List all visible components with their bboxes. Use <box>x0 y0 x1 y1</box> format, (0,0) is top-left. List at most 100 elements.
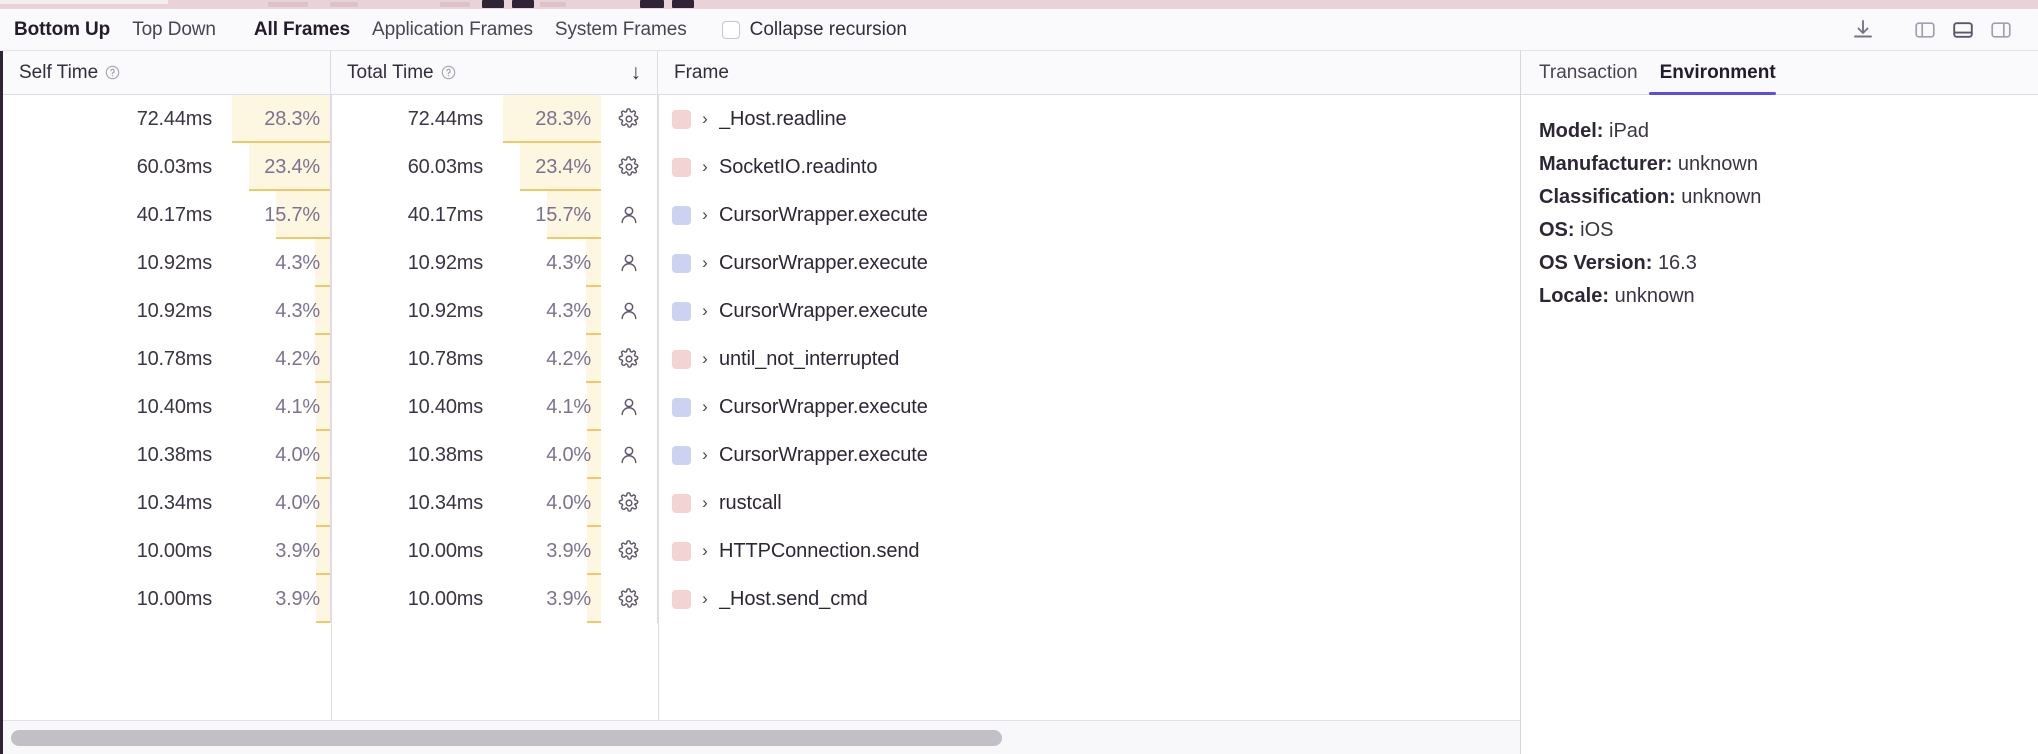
total-percent-bar-background <box>586 335 601 383</box>
download-icon[interactable] <box>1844 14 1882 46</box>
cell-frame[interactable]: ›rustcall <box>658 479 1520 527</box>
total-percent-cell: 3.9% <box>497 575 601 623</box>
tab-application-frames-label: Application Frames <box>372 18 533 40</box>
self-percent-value: 15.7% <box>264 203 320 226</box>
column-header-frame[interactable]: Frame <box>658 51 1520 94</box>
collapse-recursion-toggle[interactable]: Collapse recursion <box>721 19 907 41</box>
gear-icon[interactable] <box>601 575 657 623</box>
tab-environment[interactable]: Environment <box>1648 51 1787 95</box>
gear-icon[interactable] <box>601 335 657 383</box>
flamegraph-strip-faint-4 <box>540 2 566 7</box>
chevron-right-icon[interactable]: › <box>702 109 708 128</box>
cell-frame[interactable]: ›CursorWrapper.execute <box>658 431 1520 479</box>
tab-transaction[interactable]: Transaction <box>1539 51 1649 95</box>
chevron-right-icon[interactable]: › <box>702 349 708 368</box>
tab-all-frames[interactable]: All Frames <box>242 9 361 59</box>
tab-system-frames[interactable]: System Frames <box>544 9 698 51</box>
person-icon[interactable] <box>601 191 657 239</box>
self-percent-bar-background <box>315 239 330 287</box>
self-time-value: 10.38ms <box>136 443 213 466</box>
cell-frame[interactable]: ›SocketIO.readinto <box>658 143 1520 191</box>
tab-top-down-label: Top Down <box>132 18 216 40</box>
flamegraph-strip[interactable] <box>0 0 2038 9</box>
total-percent-bar-background <box>587 527 601 575</box>
right-panel-icon[interactable] <box>1982 14 2020 46</box>
left-panel-icon[interactable] <box>1906 14 1944 46</box>
self-time-value: 10.78ms <box>136 347 213 370</box>
help-circle-icon[interactable] <box>105 65 120 80</box>
sidebar-tab-group: Transaction Environment <box>1521 51 2038 95</box>
cell-frame[interactable]: ›_Host.readline <box>658 95 1520 143</box>
horizontal-scrollbar-track[interactable] <box>11 729 1512 746</box>
chevron-right-icon[interactable]: › <box>702 253 708 272</box>
tab-transaction-label: Transaction <box>1539 61 1638 83</box>
help-circle-icon[interactable] <box>441 65 456 80</box>
chevron-right-icon[interactable]: › <box>702 157 708 176</box>
cell-frame[interactable]: ›CursorWrapper.execute <box>658 239 1520 287</box>
total-time-value: 10.78ms <box>407 347 484 370</box>
horizontal-scrollbar[interactable] <box>3 720 1520 754</box>
total-percent-value: 4.3% <box>546 251 591 274</box>
person-icon[interactable] <box>601 287 657 335</box>
column-header-total-time[interactable]: Total Time ↓ <box>331 51 658 94</box>
person-icon[interactable] <box>601 383 657 431</box>
column-header-total-time-label: Total Time <box>347 61 434 83</box>
tab-top-down[interactable]: Top Down <box>121 9 227 51</box>
profiler-toolbar: Bottom Up Top Down All Frames Applicatio… <box>0 9 2038 59</box>
total-percent-cell: 4.3% <box>497 287 601 335</box>
gear-icon[interactable] <box>601 527 657 575</box>
self-percent-value: 4.3% <box>275 299 320 322</box>
tab-bottom-up[interactable]: Bottom Up <box>14 9 121 59</box>
toolbar-actions <box>1844 14 2020 46</box>
gear-icon[interactable] <box>601 479 657 527</box>
cell-frame[interactable]: ›HTTPConnection.send <box>658 527 1520 575</box>
horizontal-scrollbar-thumb[interactable] <box>11 729 1002 746</box>
gear-icon[interactable] <box>601 95 657 143</box>
total-percent-cell: 4.0% <box>497 431 601 479</box>
cell-frame[interactable]: › until_not_interrupted <box>658 335 1520 383</box>
frame-name: CursorWrapper.execute <box>719 299 928 322</box>
chevron-right-icon[interactable]: › <box>702 301 708 320</box>
column-header-frame-label: Frame <box>674 61 729 83</box>
chevron-right-icon[interactable]: › <box>702 205 708 224</box>
chevron-right-icon[interactable]: › <box>702 493 708 512</box>
sort-descending-icon[interactable]: ↓ <box>630 61 642 84</box>
collapse-recursion-checkbox[interactable] <box>721 20 740 39</box>
tab-application-frames[interactable]: Application Frames <box>361 9 544 51</box>
flamegraph-strip-faint-3 <box>440 2 470 7</box>
cell-frame[interactable]: › CursorWrapper.execute <box>658 287 1520 335</box>
total-percent-bar-background <box>546 191 601 239</box>
person-icon[interactable] <box>601 239 657 287</box>
total-percent-bar <box>502 140 601 143</box>
chevron-right-icon[interactable]: › <box>702 541 708 560</box>
gear-icon[interactable] <box>601 143 657 191</box>
frame-color-swatch <box>672 157 691 177</box>
bottom-panel-icon[interactable] <box>1944 14 1982 46</box>
cell-frame[interactable]: ›_Host.send_cmd <box>658 575 1520 623</box>
chevron-right-icon[interactable]: › <box>702 589 708 608</box>
cell-frame[interactable]: ›CursorWrapper.execute <box>658 383 1520 431</box>
chevron-right-icon[interactable]: › <box>702 397 708 416</box>
cell-frame[interactable]: ›CursorWrapper.execute <box>658 191 1520 239</box>
tab-environment-label: Environment <box>1659 61 1776 83</box>
frame-name: until_not_interrupted <box>719 347 900 370</box>
column-header-self-time[interactable]: Self Time <box>3 51 331 94</box>
chevron-right-icon[interactable]: › <box>702 445 708 464</box>
person-icon[interactable] <box>601 431 657 479</box>
